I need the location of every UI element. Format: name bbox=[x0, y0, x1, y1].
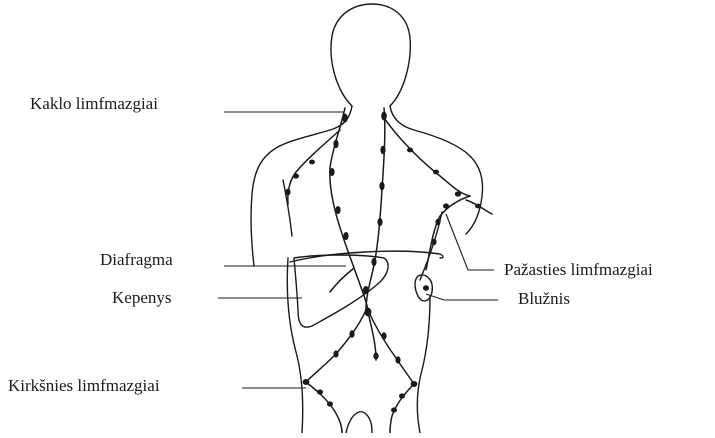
lymph-node bbox=[380, 146, 385, 154]
lymph-node bbox=[303, 379, 310, 385]
crotch-outline bbox=[346, 412, 372, 433]
lymph-node bbox=[343, 232, 348, 240]
vessel-left-groin bbox=[306, 382, 342, 433]
lymph-node bbox=[423, 285, 429, 291]
lymph-node bbox=[329, 168, 334, 176]
lymph-node bbox=[381, 112, 387, 121]
lymph-node bbox=[433, 170, 439, 175]
lymph-node bbox=[371, 258, 376, 266]
lymph-node bbox=[395, 356, 400, 363]
vessel-abdomen-left bbox=[306, 310, 366, 382]
lymph-node bbox=[285, 189, 290, 196]
left-armpit-line bbox=[283, 180, 292, 236]
lymph-node bbox=[333, 350, 338, 357]
lymph-node bbox=[381, 332, 386, 340]
vessel-liver-branch bbox=[330, 268, 354, 292]
lymph-vessels bbox=[288, 108, 492, 433]
lymph-node bbox=[365, 308, 372, 317]
lymph-node bbox=[373, 352, 378, 359]
lymph-node bbox=[443, 203, 449, 208]
lymph-node bbox=[455, 191, 461, 196]
label-liver: Kepenys bbox=[112, 288, 171, 307]
lymph-node bbox=[327, 401, 333, 406]
lymph-node bbox=[335, 206, 340, 214]
leader-lines bbox=[218, 112, 498, 388]
lymph-node bbox=[342, 114, 348, 123]
right-torso-side bbox=[417, 296, 430, 433]
armpit-nodes-leader bbox=[446, 214, 494, 270]
lymph-node bbox=[317, 389, 323, 394]
lymph-node bbox=[407, 148, 413, 153]
lymph-node bbox=[379, 182, 384, 190]
left-torso-side bbox=[287, 258, 302, 433]
spleen-leader bbox=[426, 294, 498, 300]
label-diaphragm: Diafragma bbox=[100, 250, 173, 269]
lymph-node bbox=[399, 393, 405, 398]
lymph-node bbox=[309, 160, 315, 165]
lymph-node bbox=[349, 330, 354, 338]
label-armpit-nodes: Pažasties limfmazgiai bbox=[504, 260, 653, 279]
label-groin-nodes: Kirkšnies limfmazgiai bbox=[8, 376, 160, 395]
lymph-node bbox=[293, 173, 299, 178]
label-spleen: Blužnis bbox=[518, 289, 570, 308]
lymph-node bbox=[377, 218, 382, 226]
lymph-node bbox=[431, 239, 436, 245]
label-neck-nodes: Kaklo limfmazgiai bbox=[30, 94, 158, 113]
lymph-node bbox=[435, 219, 440, 225]
lymph-node bbox=[391, 407, 397, 412]
lymph-node bbox=[475, 204, 481, 209]
lymph-node bbox=[363, 286, 369, 294]
lymph-node bbox=[411, 381, 418, 387]
head-outline bbox=[331, 4, 410, 106]
lymph-node bbox=[333, 140, 338, 148]
left-shoulder-arm-outline bbox=[251, 106, 352, 266]
vessel-right-neck bbox=[384, 118, 470, 196]
